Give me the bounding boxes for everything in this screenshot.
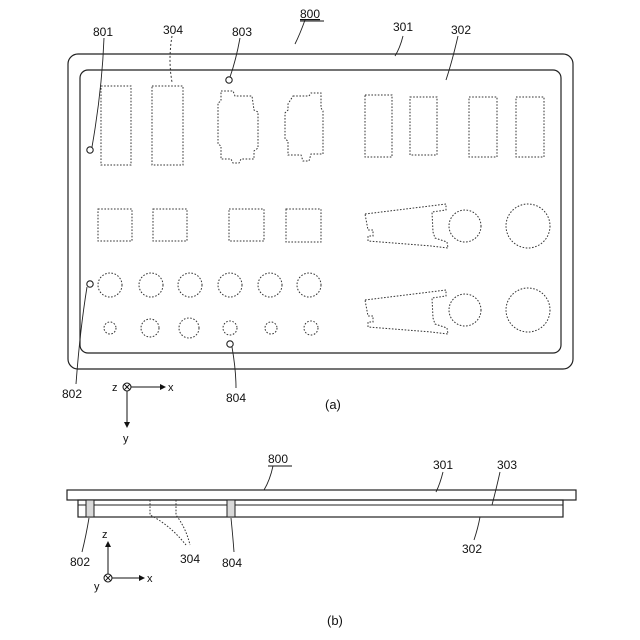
label-303-b: 303 (497, 458, 517, 472)
leader-lines-b (82, 466, 500, 552)
pocket-circle (139, 273, 163, 297)
pocket-circle (265, 322, 277, 334)
label-804-b: 804 (222, 556, 242, 570)
pocket-square (286, 209, 321, 242)
label-302: 302 (451, 23, 471, 37)
axes-b: z y x (94, 529, 153, 593)
label-304-b: 304 (180, 552, 200, 566)
label-304: 304 (163, 23, 183, 37)
pocket-circle (179, 318, 199, 338)
pocket-rect (469, 97, 497, 157)
axis-label-x-b: x (147, 573, 153, 585)
label-301: 301 (393, 20, 413, 34)
side-base-plate (67, 490, 576, 500)
side-marker-802-pin (86, 500, 94, 517)
pocket-circle (449, 294, 481, 326)
pocket-circle (218, 273, 242, 297)
pocket-group-middle (98, 209, 321, 242)
pocket-group-top-right (365, 95, 544, 157)
pocket-circle (223, 321, 237, 335)
pocket-tool-shape (365, 204, 448, 248)
pocket-circle (449, 210, 481, 242)
marker-804-hole (227, 341, 233, 347)
label-301-b: 301 (433, 458, 453, 472)
pocket-rect (516, 97, 544, 157)
label-803: 803 (232, 25, 252, 39)
pocket-group-tools (365, 204, 550, 334)
pocket-dotted-leader (176, 500, 190, 545)
pocket-tool-shape (365, 290, 448, 334)
side-pocket-sheet (78, 500, 563, 517)
marker-801-hole (87, 147, 93, 153)
pocket-square (229, 209, 264, 241)
pocket-circle (258, 273, 282, 297)
pocket-circle (506, 204, 550, 248)
pocket-rect (152, 86, 183, 165)
pocket-group-circles (98, 273, 321, 338)
pocket-circle (178, 273, 202, 297)
axis-label-x: x (168, 382, 174, 394)
top-view: 801 304 803 800 301 302 802 804 z x y (a… (62, 7, 573, 445)
axis-label-y: y (123, 433, 129, 445)
label-800: 800 (300, 7, 320, 21)
side-marker-804-pin (227, 500, 235, 517)
caption-a: (a) (325, 397, 341, 412)
axis-label-z-b: z (102, 529, 108, 541)
marker-803-hole (226, 77, 232, 83)
pocket-square (98, 209, 132, 241)
pocket-rect (410, 97, 437, 155)
pocket-irregular (218, 91, 258, 163)
label-804: 804 (226, 391, 246, 405)
pocket-rect (365, 95, 392, 157)
pocket-circle (297, 273, 321, 297)
pocket-circle (141, 319, 159, 337)
label-801: 801 (93, 25, 113, 39)
pocket-circle (104, 322, 116, 334)
label-302-b: 302 (462, 542, 482, 556)
axes-a: z x y (112, 382, 174, 445)
pocket-group-top-left (101, 86, 323, 165)
label-800-b: 800 (268, 452, 288, 466)
axis-label-z: z (112, 382, 118, 394)
pocket-circle (304, 321, 318, 335)
label-802-b: 802 (70, 555, 90, 569)
marker-802-hole (87, 281, 93, 287)
label-802: 802 (62, 387, 82, 401)
pocket-square (153, 209, 187, 241)
pocket-circle (98, 273, 122, 297)
axis-label-y-b: y (94, 581, 100, 593)
pocket-irregular (285, 93, 323, 161)
pocket-circle (506, 288, 550, 332)
side-view: 800 301 303 302 802 304 804 z y x (b) (67, 452, 576, 628)
caption-b: (b) (327, 613, 343, 628)
pocket-rect (101, 86, 131, 165)
